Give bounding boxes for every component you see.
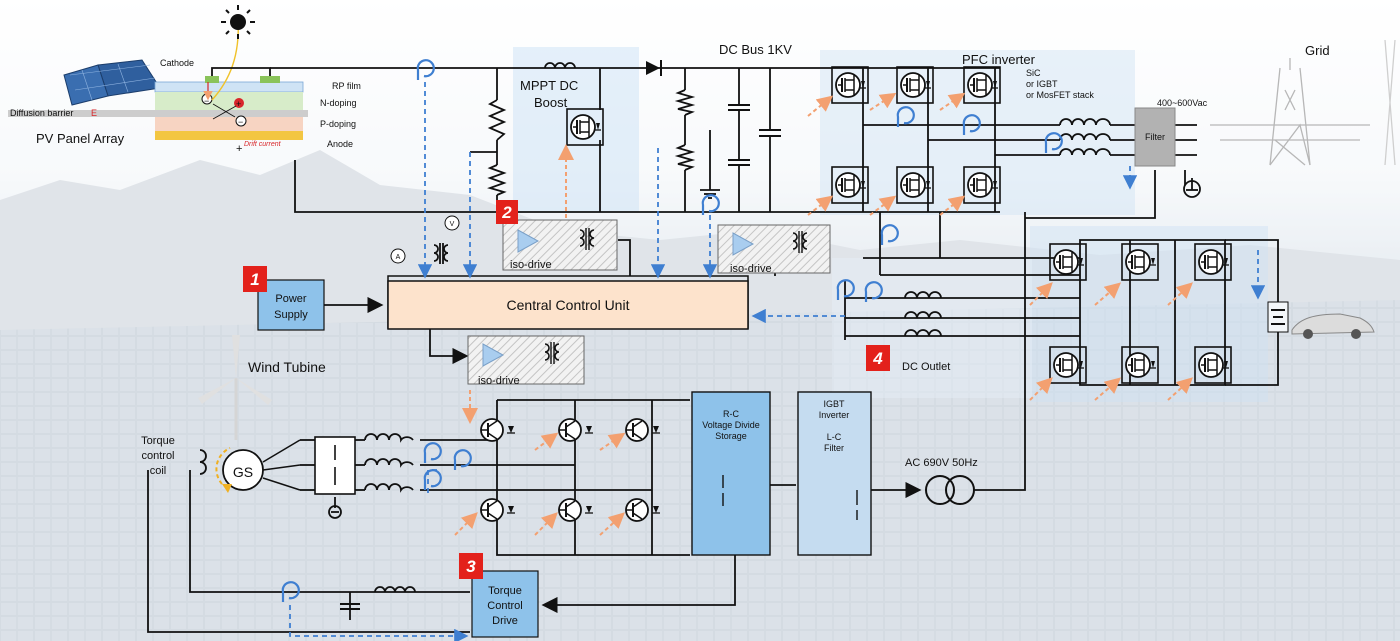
pv-anode-plus: +: [236, 143, 242, 155]
dc-outlet-label: DC Outlet: [902, 361, 950, 373]
voltmeter-label: V: [450, 221, 455, 228]
anode-label: Anode: [327, 139, 353, 149]
transformer-690v-symbol: [925, 475, 1000, 505]
pfc-line1: SiC: [1026, 68, 1041, 78]
drift-current-label: Drift current: [244, 141, 282, 148]
grid-title: Grid: [1305, 43, 1330, 58]
pfc-line2: or IGBT: [1026, 79, 1058, 89]
main-wiring: [147, 67, 1279, 633]
power-supply-box: [257, 279, 325, 331]
e-field-label: E: [91, 108, 97, 118]
generator-outputs: [262, 439, 301, 491]
grid-filter-box: [1134, 107, 1176, 167]
grid-filter-label: Filter: [1145, 132, 1165, 142]
grid-voltage-label: 400~600Vac: [1157, 98, 1208, 108]
n-doping-label: N-doping: [320, 98, 357, 108]
iso-drive-1-box: [502, 219, 618, 271]
iso-drive-2-label: iso-drive: [730, 263, 772, 275]
badge-1: [243, 266, 267, 292]
pfc-inverter-title: PFC inverter: [962, 52, 1036, 67]
igbt-inverter-box: [797, 391, 872, 556]
rc-line2: Voltage Divide: [702, 420, 760, 430]
electric-car-icon: [1291, 313, 1375, 339]
iso-drive-3-box: [467, 335, 585, 385]
badge-2: [496, 200, 518, 224]
iso-drive-1-label: iso-drive: [510, 259, 552, 271]
ground-symbols: [328, 178, 1201, 519]
power-supply-line1: Power: [275, 293, 307, 305]
transformers: [433, 243, 449, 264]
badge-4-label: 4: [872, 349, 883, 368]
wind-turbine-icon: [198, 335, 272, 440]
pv-minus-sign: −: [204, 96, 209, 106]
ammeter-icon: [390, 248, 406, 264]
ac-output-label: AC 690V 50Hz: [905, 457, 978, 469]
central-control-unit-label: Central Control Unit: [507, 297, 630, 313]
badge-1-label: 1: [250, 270, 259, 289]
pfc-line3: or MosFET stack: [1026, 90, 1094, 100]
power-supply-line2: Supply: [274, 309, 308, 321]
sun-icon: [221, 5, 255, 39]
badge-4: [866, 345, 890, 371]
pv-plus-sign: +: [236, 99, 241, 109]
torque-drive-line1: Torque: [488, 585, 522, 597]
pv-minus-sign-2: −: [238, 117, 243, 127]
battery-icon: [1267, 301, 1289, 333]
rc-line3: Storage: [715, 431, 747, 441]
generator-rotation-arc: [215, 447, 231, 485]
voltmeter-icon: [444, 215, 460, 231]
badge-2-label: 2: [501, 203, 512, 222]
dc-bus-label: DC Bus 1KV: [719, 42, 792, 57]
ammeter-label: A: [396, 254, 401, 261]
igbt-line2: Inverter: [819, 410, 850, 420]
sense-signal-lines: [289, 82, 1266, 641]
pv-panel-image: [63, 59, 161, 106]
mppt-line1: MPPT DC: [520, 78, 578, 93]
badge-3: [459, 553, 483, 579]
iso-drive-3-label: iso-drive: [478, 375, 520, 387]
p-doping-label: P-doping: [320, 119, 356, 129]
rp-film-label: RP film: [332, 81, 361, 91]
torque-control-drive-box: [471, 570, 539, 638]
pv-panel-array-title: PV Panel Array: [36, 131, 125, 146]
cathode-label: Cathode: [160, 58, 194, 68]
rc-line1: R-C: [723, 409, 739, 419]
generator-label: GS: [233, 464, 253, 480]
wind-turbine-title: Wind Tubine: [248, 359, 326, 375]
rc-storage-box: [691, 391, 771, 556]
torque-coil-line1: Torque: [141, 435, 175, 447]
gate-drive-arrows: [454, 92, 1193, 536]
diffusion-barrier-label: Diffusion barrier: [10, 108, 73, 118]
torque-drive-line2: Control: [487, 600, 522, 612]
iso-drive-2-box: [717, 224, 831, 274]
torque-coil-line2: control: [141, 450, 174, 462]
badge-3-label: 3: [466, 557, 476, 576]
torque-drive-line3: Drive: [492, 615, 518, 627]
torque-coil-line3: coil: [150, 465, 167, 477]
mppt-line2: Boost: [534, 95, 568, 110]
igbt-line4: Filter: [824, 443, 844, 453]
diode-symbol: [646, 60, 662, 76]
igbt-line3: L-C: [827, 432, 842, 442]
igbt-line1: IGBT: [823, 399, 845, 409]
inductors: [199, 62, 1111, 593]
pv-cell-cross-section: [8, 19, 308, 140]
central-control-unit-box: [387, 280, 749, 330]
grid-tower-icon: [1210, 39, 1396, 166]
